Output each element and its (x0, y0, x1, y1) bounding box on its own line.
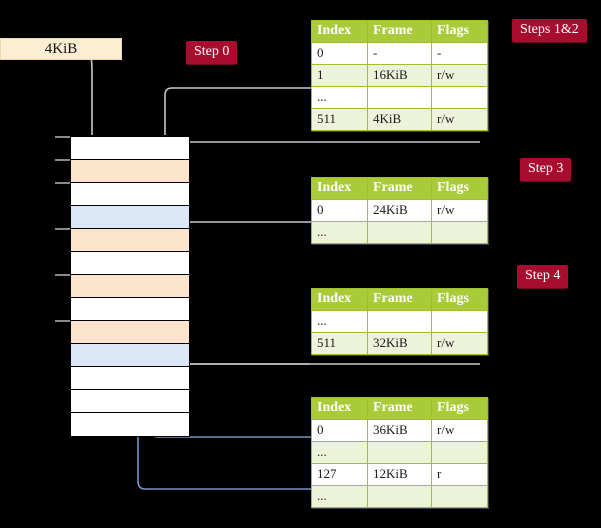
table-cell-index: 127 (311, 463, 368, 486)
column-header-frame: Frame (367, 288, 432, 311)
table-cell-flags (431, 310, 488, 333)
badge-step-4: Step 4 (517, 265, 569, 288)
column-header-frame: Frame (367, 177, 432, 200)
badge-steps-1-2: Steps 1&2 (512, 19, 587, 42)
table-cell-frame (367, 441, 432, 464)
column-header-flags: Flags (431, 20, 488, 43)
table-cell-flags: r (431, 463, 488, 486)
table-cell-index: ... (311, 485, 368, 508)
memory-frame-row (71, 160, 189, 183)
table-cell-index: 0 (311, 42, 368, 65)
table-row: 0-- (311, 42, 488, 65)
table-cell-flags: r/w (431, 419, 488, 442)
column-header-index: Index (311, 177, 368, 200)
table-cell-frame (367, 485, 432, 508)
table-cell-index: 511 (311, 332, 368, 355)
table-cell-frame: 16KiB (367, 64, 432, 87)
memory-tick-4 (55, 228, 70, 230)
memory-frame-row (71, 390, 189, 413)
table-row: ... (311, 441, 488, 464)
column-header-frame: Frame (367, 397, 432, 420)
memory-tick-6 (55, 274, 70, 276)
virtual-address-label: 4KiB (0, 38, 122, 60)
memory-frame-row (71, 367, 189, 390)
badge-step-3: Step 3 (520, 158, 572, 181)
memory-tick-8 (55, 320, 70, 322)
table-cell-flags: r/w (431, 64, 488, 87)
memory-frame-row (71, 229, 189, 252)
memory-tick-1 (55, 159, 70, 161)
table-cell-index: ... (311, 86, 368, 109)
memory-frame-row (71, 344, 189, 367)
table-row: ... (311, 310, 488, 333)
column-header-flags: Flags (431, 288, 488, 311)
table-cell-flags (431, 441, 488, 464)
table-cell-frame: - (367, 42, 432, 65)
table-cell-flags: r/w (431, 108, 488, 131)
memory-frame-row (71, 275, 189, 298)
table-cell-frame: 32KiB (367, 332, 432, 355)
column-header-index: Index (311, 20, 368, 43)
badge-step-0: Step 0 (186, 41, 238, 64)
table-cell-frame: 24KiB (367, 199, 432, 222)
table-cell-frame (367, 310, 432, 333)
column-header-index: Index (311, 288, 368, 311)
table-cell-flags (431, 485, 488, 508)
table-cell-flags: - (431, 42, 488, 65)
table-row: ... (311, 86, 488, 109)
table-cell-index: 1 (311, 64, 368, 87)
memory-frame-row (71, 206, 189, 229)
column-header-flags: Flags (431, 177, 488, 200)
column-header-frame: Frame (367, 20, 432, 43)
column-header-index: Index (311, 397, 368, 420)
table-cell-index: ... (311, 310, 368, 333)
table-cell-index: 0 (311, 199, 368, 222)
table-cell-frame (367, 221, 432, 244)
table-row: ... (311, 485, 488, 508)
table-cell-flags: r/w (431, 332, 488, 355)
table-cell-frame: 36KiB (367, 419, 432, 442)
memory-frame-row (71, 252, 189, 275)
memory-tick-2 (55, 182, 70, 184)
table-cell-frame: 4KiB (367, 108, 432, 131)
table-cell-frame (367, 86, 432, 109)
table-cell-flags (431, 86, 488, 109)
table-cell-frame: 12KiB (367, 463, 432, 486)
memory-tick-0 (55, 136, 70, 138)
table-cell-flags: r/w (431, 199, 488, 222)
table-row: ... (311, 221, 488, 244)
column-header-flags: Flags (431, 397, 488, 420)
memory-frame-row (71, 137, 189, 160)
table-cell-flags (431, 221, 488, 244)
table-cell-index: 0 (311, 419, 368, 442)
memory-frame-row (71, 298, 189, 321)
table-cell-index: 511 (311, 108, 368, 131)
physical-memory-column (70, 135, 190, 437)
memory-frame-row (71, 321, 189, 344)
table-cell-index: ... (311, 441, 368, 464)
table-cell-index: ... (311, 221, 368, 244)
memory-frame-row (71, 183, 189, 206)
memory-frame-row (71, 413, 189, 436)
